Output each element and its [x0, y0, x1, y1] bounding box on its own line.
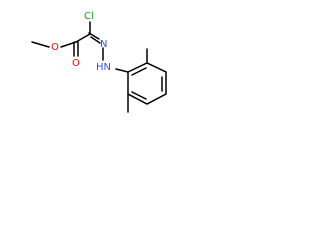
ester-oxygen-label: O	[51, 42, 59, 53]
bond-ring-inner-1	[131, 67, 147, 76]
amine-nitrogen-label: HN	[96, 62, 111, 73]
carbonyl-oxygen-label: O	[72, 58, 80, 69]
bonds	[31, 21, 167, 113]
bond-carbonyl-c-imine-c	[75, 33, 91, 43]
bond-imine-double-2	[90, 36, 101, 44]
hydrazone-nitrogen-label: N	[100, 39, 107, 50]
bond-methyl-ester-o	[31, 41, 50, 48]
chlorine-label: Cl	[84, 11, 94, 22]
bond-imine-double-1	[88, 32, 100, 40]
bond-ring-inner-3	[131, 91, 147, 100]
bond-benzene-ring	[127, 62, 167, 105]
bond-nh-ring	[115, 68, 129, 73]
molecule-structure: Cl O O N HN	[31, 11, 167, 113]
